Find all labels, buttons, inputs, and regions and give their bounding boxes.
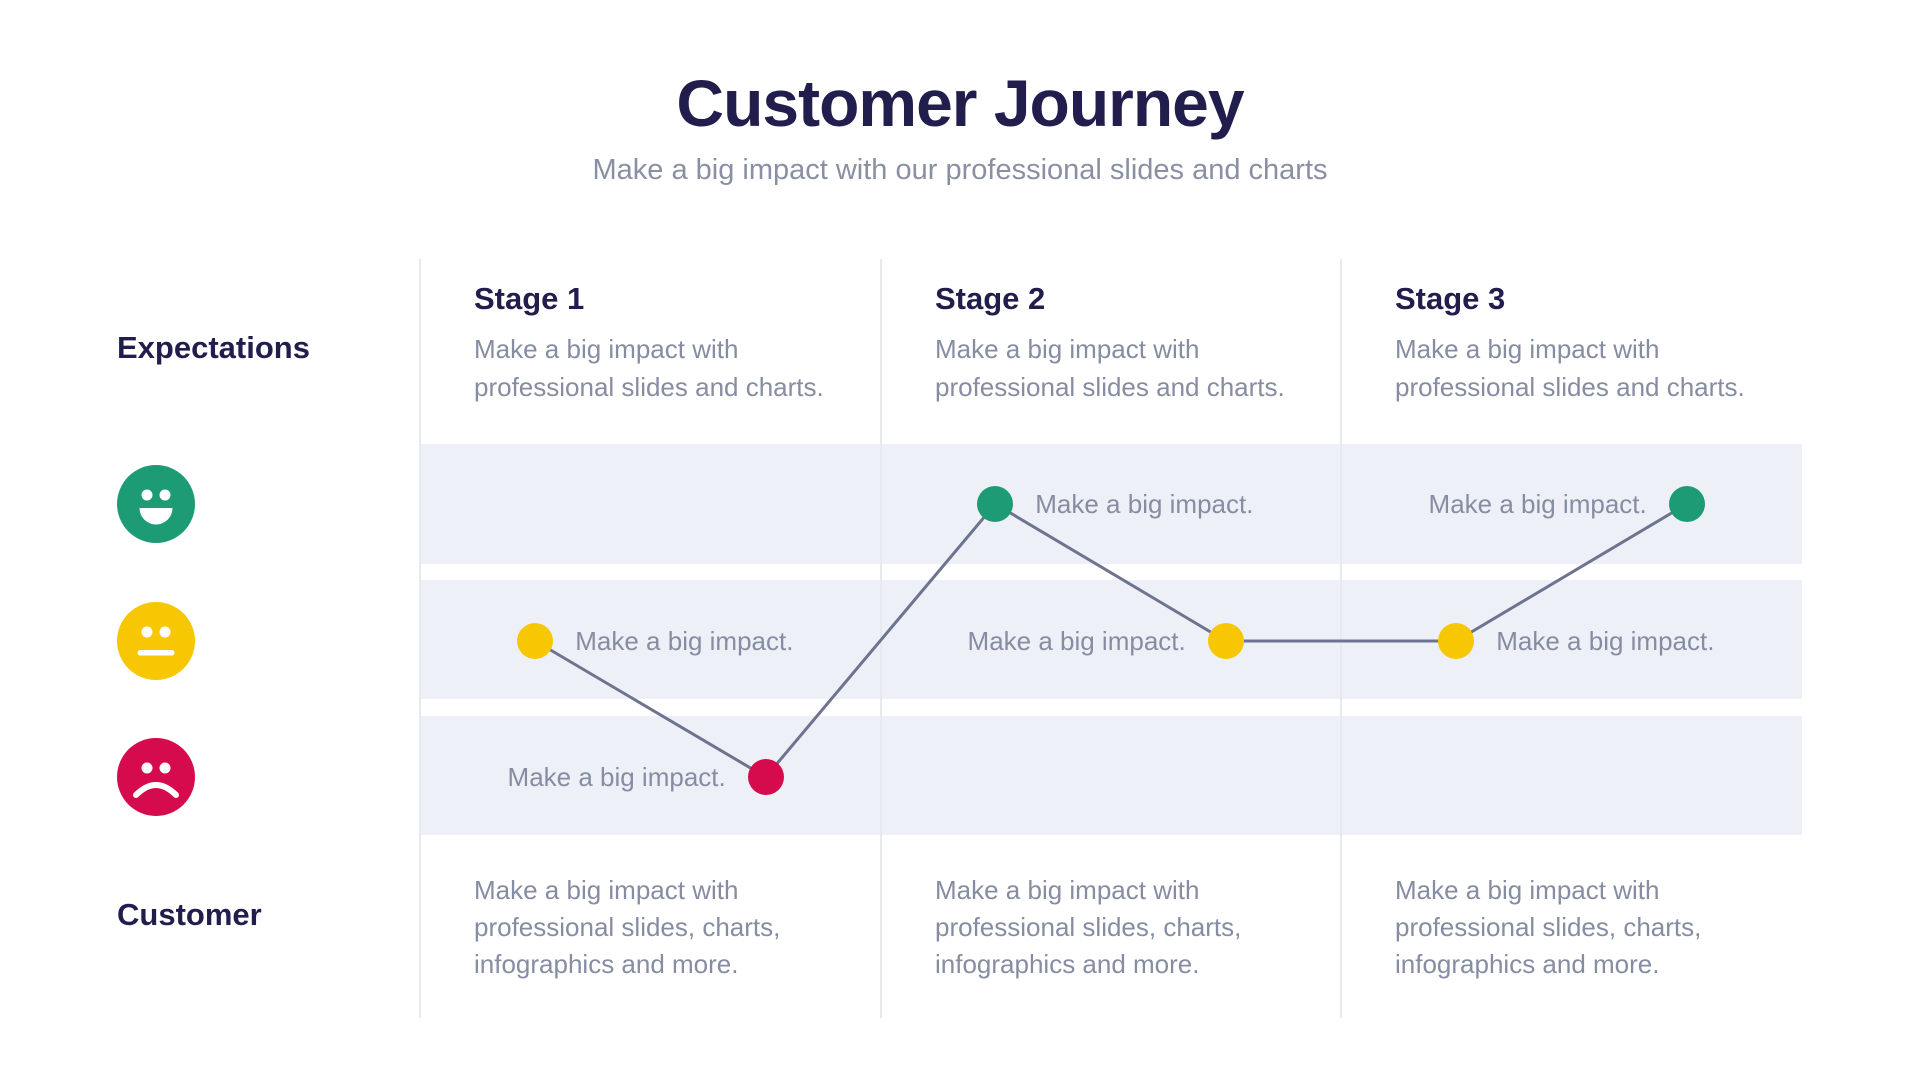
journey-point-label: Make a big impact. [575, 626, 794, 656]
journey-point-neutral [517, 623, 554, 659]
journey-point-happy [1668, 486, 1705, 522]
column-divider [1340, 259, 1342, 1018]
page-title: Customer Journey [676, 66, 1244, 140]
stage-1-title: Stage 1 [474, 281, 585, 316]
journey-point-neutral [1438, 623, 1475, 659]
stage-2-description: Make a big impact with professional slid… [935, 334, 1285, 402]
expectation-band-sad [420, 716, 1802, 835]
expectation-band-neutral [420, 580, 1802, 699]
stage-3-title: Stage 3 [1395, 281, 1506, 316]
stage-3-description: Make a big impact with professional slid… [1395, 334, 1745, 402]
journey-point-sad [747, 759, 784, 795]
customer-label: Customer [117, 897, 262, 932]
journey-point-neutral [1207, 623, 1244, 659]
expectations-label: Expectations [117, 330, 310, 365]
neutral-face-icon [117, 602, 195, 680]
journey-point-label: Make a big impact. [1035, 489, 1254, 519]
journey-point-label: Make a big impact. [1496, 626, 1715, 656]
happy-face-icon [117, 465, 195, 543]
journey-point-label: Make a big impact. [1428, 489, 1647, 519]
journey-point-happy [977, 486, 1014, 522]
journey-point-label: Make a big impact. [967, 626, 1186, 656]
stage-1-description: Make a big impact with professional slid… [474, 334, 824, 402]
stage-1-customer-text: Make a big impact with professional slid… [474, 875, 781, 979]
stage-2-customer-text: Make a big impact with professional slid… [935, 875, 1242, 979]
sad-face-icon [117, 738, 195, 816]
stage-2-title: Stage 2 [935, 281, 1046, 316]
column-divider [419, 259, 421, 1018]
expectation-band-happy [420, 444, 1802, 564]
journey-point-label: Make a big impact. [507, 762, 726, 792]
stage-2-header: Stage 2 Make a big impact with professio… [935, 283, 1335, 406]
page-subtitle: Make a big impact with our professional … [592, 154, 1328, 186]
stage-3-customer-text: Make a big impact with professional slid… [1395, 875, 1702, 979]
stage-3-header: Stage 3 Make a big impact with professio… [1395, 283, 1795, 406]
stage-1-header: Stage 1 Make a big impact with professio… [474, 283, 874, 406]
